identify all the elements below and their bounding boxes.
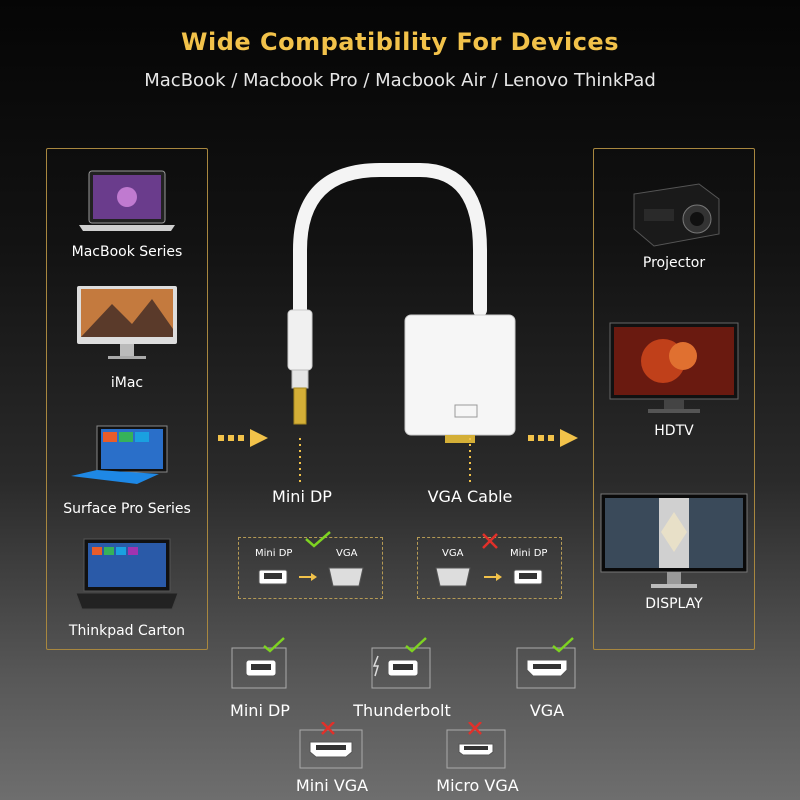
- projector-icon: [633, 183, 720, 247]
- port-thunderbolt-icon: [371, 637, 431, 689]
- direction-to-label: VGA: [336, 548, 358, 559]
- monitor-icon: [600, 493, 748, 588]
- device-label-display: DISPLAY: [645, 596, 703, 612]
- device-label-macbook: MacBook Series: [71, 244, 183, 260]
- device-label-surface: Surface Pro Series: [63, 501, 191, 517]
- cross-icon: [482, 533, 498, 549]
- leader-line: [299, 438, 301, 482]
- output-devices-panel: Projector HDTV DISPLAY: [593, 148, 755, 650]
- direction-from-label: VGA: [442, 548, 464, 559]
- device-label-imac: iMac: [110, 375, 144, 391]
- minidp-to-vga-icon: [258, 567, 364, 587]
- device-label-projector: Projector: [642, 255, 706, 271]
- check-icon: [305, 531, 331, 548]
- surface-icon: [71, 425, 168, 484]
- port-vga-icon: [516, 637, 576, 689]
- adapter-label-minidp: Mini DP: [272, 487, 332, 506]
- arrow-right-icon: [528, 429, 578, 447]
- direction-to-label: Mini DP: [510, 548, 548, 559]
- source-devices-panel: MacBook Series iMac Surface Pro Series T…: [46, 148, 208, 650]
- imac-icon: [77, 286, 177, 359]
- hdtv-icon: [609, 322, 739, 413]
- device-label-thinkpad: Thinkpad Carton: [68, 623, 186, 639]
- macbook-icon: [79, 170, 175, 231]
- port-minivga-icon: [299, 722, 363, 769]
- port-label-vga: VGA: [529, 701, 565, 720]
- device-label-hdtv: HDTV: [654, 423, 694, 439]
- leader-line: [469, 438, 471, 482]
- port-microvga-icon: [446, 722, 506, 769]
- direction-box-unsupported: VGA Mini DP: [417, 533, 562, 599]
- direction-box-supported: Mini DP VGA: [238, 531, 383, 599]
- port-label-thunderbolt: Thunderbolt: [353, 701, 451, 720]
- adapter-cable-image: [287, 163, 516, 443]
- port-label-minivga: Mini VGA: [295, 776, 369, 795]
- thinkpad-icon: [75, 538, 179, 610]
- adapter-label-vga: VGA Cable: [427, 487, 513, 506]
- vga-to-minidp-icon: [435, 567, 543, 587]
- port-minidp-icon: [231, 637, 287, 689]
- port-label-microvga: Micro VGA: [436, 776, 519, 795]
- port-label-minidp: Mini DP: [230, 701, 290, 720]
- page-title: Wide Compatibility For Devices: [181, 28, 619, 56]
- arrow-right-icon: [218, 429, 268, 447]
- direction-from-label: Mini DP: [255, 548, 293, 559]
- page-subtitle: MacBook / Macbook Pro / Macbook Air / Le…: [144, 70, 656, 91]
